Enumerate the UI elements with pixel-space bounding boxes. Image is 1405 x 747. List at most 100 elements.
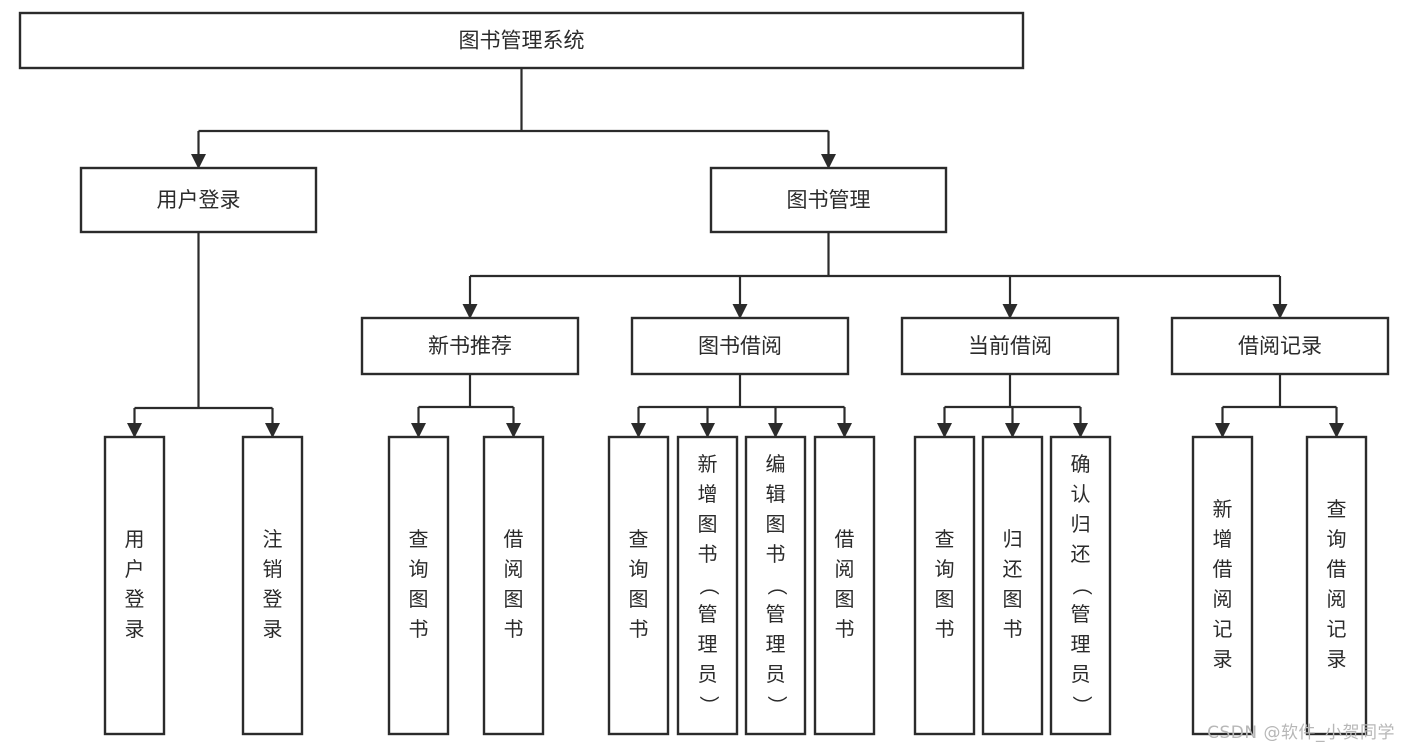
node-label-char: 管	[1071, 602, 1091, 626]
node-label-char: 阅	[835, 557, 855, 581]
node-label-char: 增	[698, 482, 718, 506]
node-label-char: 查	[409, 527, 429, 551]
node-box-new-book-recommend	[360, 316, 580, 376]
node-label-char: 录	[263, 617, 283, 641]
node-label-char: 图	[629, 587, 649, 611]
node-box-borrow-records	[1170, 316, 1390, 376]
node-book-management[interactable]: 图书管理	[709, 166, 948, 234]
connector-layer	[127, 68, 1344, 438]
node-label-char: 员	[1071, 662, 1091, 686]
node-box-book-borrow	[630, 316, 850, 376]
node-label-char: 查	[629, 527, 649, 551]
node-label-char: 书	[409, 617, 429, 641]
node-label-char: （	[765, 576, 789, 596]
node-label-char: 注	[263, 527, 283, 551]
arrow-head-icon	[768, 423, 783, 438]
node-label-user-login: 用户登录	[157, 188, 241, 212]
node-label-char: 图	[409, 587, 429, 611]
arrow-head-icon	[700, 423, 715, 438]
node-label-char: 书	[766, 542, 786, 566]
node-current-borrow[interactable]: 当前借阅	[900, 316, 1120, 376]
node-label-char: 书	[504, 617, 524, 641]
node-label-char: 员	[698, 662, 718, 686]
node-label-char: 增	[1213, 527, 1233, 551]
node-label-char: 归	[1003, 527, 1023, 551]
node-box-leaf-borrow-books-rec	[482, 435, 545, 736]
node-box-leaf-query-books-cur	[913, 435, 976, 736]
node-box-leaf-return-books	[981, 435, 1044, 736]
node-label-root: 图书管理系统	[459, 29, 585, 53]
node-box-leaf-edit-book-admin	[744, 435, 807, 736]
node-label-book-borrow: 图书借阅	[698, 334, 782, 358]
node-box-leaf-user-login	[103, 435, 166, 736]
arrow-head-icon	[1002, 304, 1018, 319]
node-label-char: 理	[698, 632, 718, 656]
node-label-char: 销	[263, 557, 283, 581]
node-label-char: 辑	[766, 482, 786, 506]
node-label-char: 登	[125, 587, 145, 611]
node-label-char: 记	[1213, 617, 1233, 641]
node-label-char: ）	[765, 696, 789, 716]
arrow-head-icon	[191, 154, 206, 169]
arrow-head-icon	[821, 154, 836, 169]
node-label-char: 阅	[504, 557, 524, 581]
node-label-char: （	[1070, 576, 1094, 596]
node-borrow-records[interactable]: 借阅记录	[1170, 316, 1390, 376]
node-leaf-user-login[interactable]: 用户登录	[103, 435, 166, 736]
node-label-char: 录	[1213, 647, 1233, 671]
node-label-char: 员	[766, 662, 786, 686]
node-label-char: 理	[766, 632, 786, 656]
node-root[interactable]: 图书管理系统	[18, 11, 1025, 70]
node-label-char: 书	[935, 617, 955, 641]
node-label-char: 询	[409, 557, 429, 581]
node-box-leaf-confirm-return	[1049, 435, 1112, 736]
node-label-char: 登	[263, 587, 283, 611]
node-box-leaf-query-books-bor	[607, 435, 670, 736]
node-label-char: 查	[935, 527, 955, 551]
node-book-borrow[interactable]: 图书借阅	[630, 316, 850, 376]
node-user-login[interactable]: 用户登录	[79, 166, 318, 234]
node-label-char: 编	[766, 452, 786, 476]
node-label-char: 新	[1213, 497, 1233, 521]
node-label-char: 图	[835, 587, 855, 611]
node-label-char: 还	[1003, 557, 1023, 581]
node-label-char: 借	[1213, 557, 1233, 581]
arrow-head-icon	[1272, 304, 1288, 319]
node-label-char: 记	[1327, 617, 1347, 641]
arrow-head-icon	[1005, 423, 1020, 438]
arrow-head-icon	[937, 423, 952, 438]
node-label-char: 图	[504, 587, 524, 611]
node-label-char: 图	[935, 587, 955, 611]
node-label-char: 管	[698, 602, 718, 626]
arrow-head-icon	[1073, 423, 1088, 438]
arrow-head-icon	[411, 423, 426, 438]
node-label-char: 询	[1327, 527, 1347, 551]
node-label-char: 书	[1003, 617, 1023, 641]
node-label-char: 询	[629, 557, 649, 581]
arrow-head-icon	[265, 423, 280, 438]
node-label-current-borrow: 当前借阅	[968, 334, 1052, 358]
node-label-char: 书	[629, 617, 649, 641]
node-box-leaf-borrow-books-bor	[813, 435, 876, 736]
node-label-char: 还	[1071, 542, 1091, 566]
node-label-char: 借	[835, 527, 855, 551]
node-label-char: 图	[1003, 587, 1023, 611]
node-new-book-recommend[interactable]: 新书推荐	[360, 316, 580, 376]
node-box-leaf-query-books-rec	[387, 435, 450, 736]
node-box-leaf-logout	[241, 435, 304, 736]
node-label-char: 归	[1071, 512, 1091, 536]
node-label-book-management: 图书管理	[787, 188, 871, 212]
